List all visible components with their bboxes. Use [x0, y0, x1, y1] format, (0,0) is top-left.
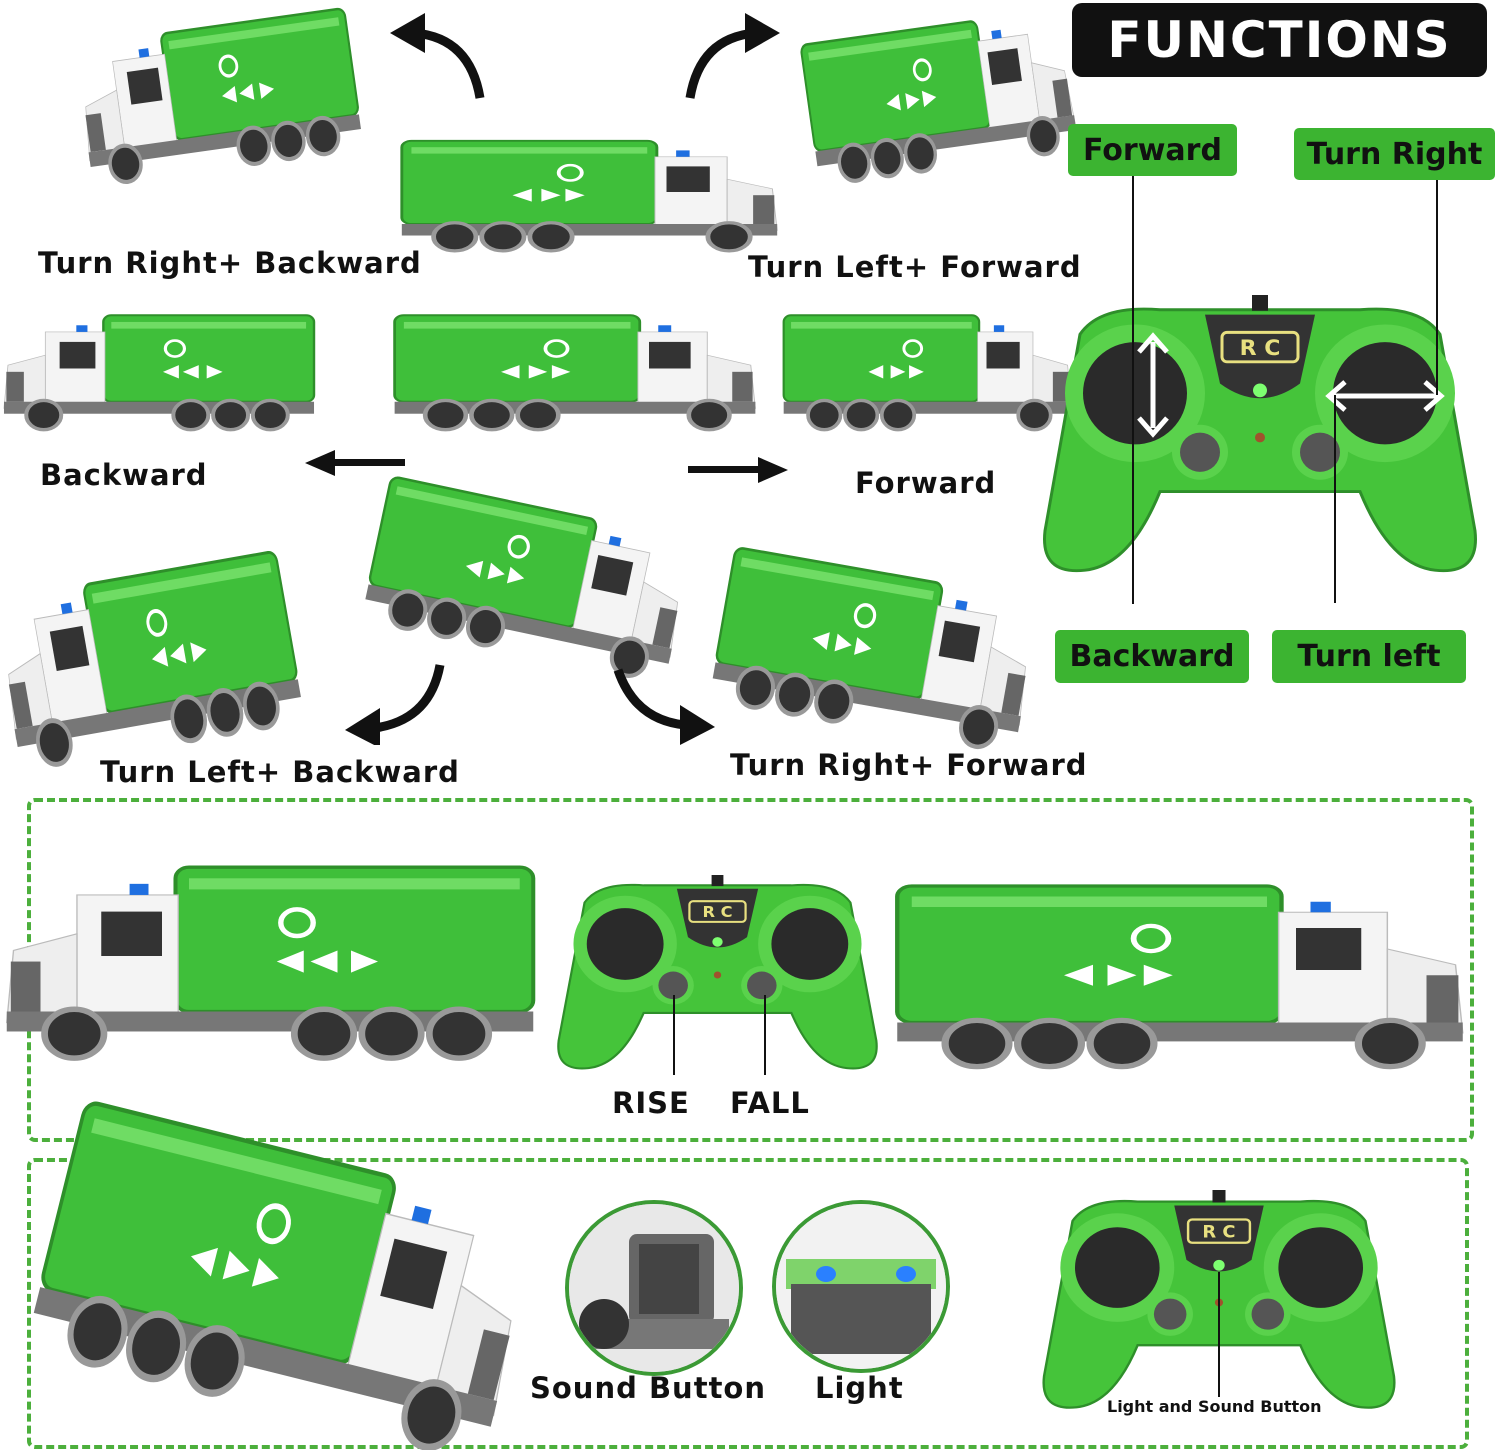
curved-arrow-icon [613, 668, 715, 745]
label-sound-button: Sound Button [530, 1371, 766, 1405]
label-turn-right-backward: Turn Right+ Backward [38, 246, 422, 280]
label-control-turn-left: Turn left [1272, 630, 1466, 683]
svg-text:R C: R C [702, 903, 732, 921]
label-control-forward: Forward [1068, 124, 1237, 176]
label-backward: Backward [40, 458, 208, 492]
svg-text:R C: R C [1202, 1223, 1235, 1243]
light-closeup [772, 1200, 950, 1373]
truck-turn-right-backward [68, 0, 368, 194]
truck-turn-right-forward [704, 529, 1048, 761]
functions-title: FUNCTIONS [1072, 3, 1487, 77]
curved-arrow-icon [685, 13, 780, 99]
light-sound-section-frame [27, 1158, 1469, 1449]
label-turn-right-forward: Turn Right+ Forward [730, 748, 1088, 782]
truck-light-sound [16, 1071, 556, 1450]
truck-dumping [0, 845, 540, 1067]
label-control-backward: Backward [1055, 630, 1249, 683]
truck-center-top [397, 128, 782, 256]
pointer-line [673, 995, 675, 1075]
pointer-line [1218, 1272, 1220, 1397]
pointer-line [1132, 176, 1134, 604]
remote-controller-dump: R C [555, 875, 880, 1075]
truck-dump-side [890, 865, 1470, 1075]
curved-arrow-icon [390, 13, 485, 99]
sound-button-closeup [565, 1200, 743, 1376]
truck-backward [0, 302, 318, 435]
arrow-right-icon [688, 457, 788, 483]
curved-arrow-icon [345, 664, 445, 745]
arrow-left-icon [305, 450, 405, 476]
pointer-line [1436, 180, 1438, 395]
truck-forward [780, 302, 1075, 435]
label-rise: RISE [612, 1086, 690, 1120]
remote-controller-main: R C [1040, 295, 1480, 580]
left-right-arrow-icon [1325, 380, 1445, 412]
label-fall: FALL [730, 1086, 810, 1120]
label-turn-left-forward: Turn Left+ Forward [748, 250, 1082, 284]
label-light-and-sound-button: Light and Sound Button [1107, 1397, 1322, 1416]
pointer-line [764, 995, 766, 1075]
svg-text:R C: R C [1240, 336, 1281, 361]
pointer-line [1334, 395, 1336, 603]
truck-center-bottom [356, 459, 702, 691]
truck-center-middle [390, 302, 760, 435]
label-turn-left-backward: Turn Left+ Backward [100, 755, 460, 789]
label-forward: Forward [855, 466, 997, 500]
truck-turn-left-backward [0, 531, 310, 779]
label-control-turn-right: Turn Right [1294, 128, 1495, 180]
label-light: Light [815, 1371, 904, 1405]
truck-turn-left-forward [795, 0, 1083, 193]
up-down-arrow-icon [1137, 332, 1169, 438]
